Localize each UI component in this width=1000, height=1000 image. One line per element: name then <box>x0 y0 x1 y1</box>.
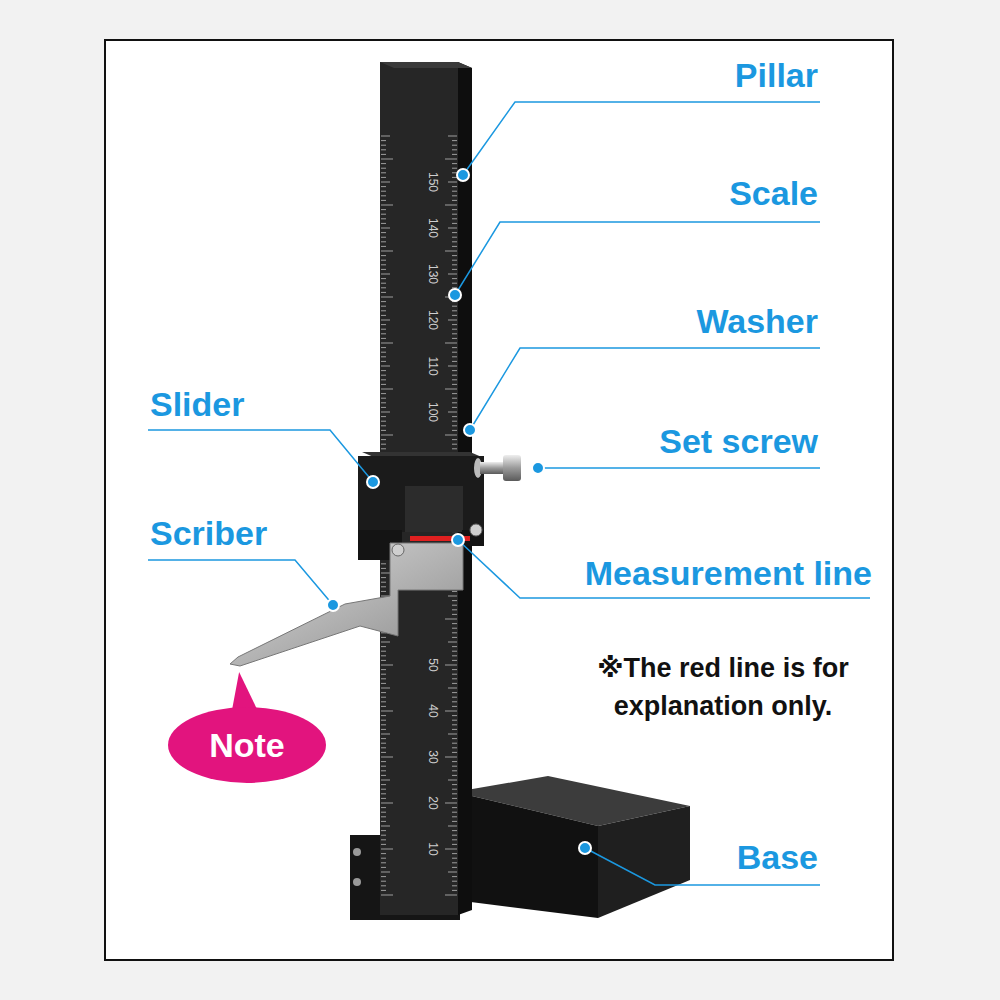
scale-number: 110 <box>425 356 439 375</box>
scale-number: 30 <box>425 750 439 763</box>
set-screw <box>474 455 521 481</box>
scale-number: 40 <box>425 704 439 717</box>
note-bubble: Note <box>168 707 326 783</box>
part-label: Scriber <box>150 514 267 553</box>
note-text: ※The red line is for explanation only. <box>558 650 888 726</box>
part-label: Slider <box>150 385 244 424</box>
part-label: Base <box>737 838 818 877</box>
scale-number: 20 <box>425 796 439 809</box>
scale-number: 100 <box>425 402 439 422</box>
scale-number: 140 <box>425 218 439 238</box>
part-label: Scale <box>729 174 818 213</box>
scale-number: 130 <box>425 264 439 284</box>
scale-number: 150 <box>425 172 439 192</box>
part-label: Set screw <box>659 422 818 461</box>
note-badge-text: Note <box>168 707 326 783</box>
part-label: Measurement line <box>585 554 872 593</box>
panel-frame <box>105 40 893 960</box>
leader-dots <box>327 169 591 854</box>
scale-number: 50 <box>425 658 439 671</box>
part-label: Pillar <box>735 56 818 95</box>
leader-lines <box>148 102 870 885</box>
scale-number: 120 <box>425 310 439 330</box>
part-label: Washer <box>696 302 818 341</box>
scriber-plate <box>230 543 463 666</box>
scale-number: 10 <box>425 842 439 855</box>
